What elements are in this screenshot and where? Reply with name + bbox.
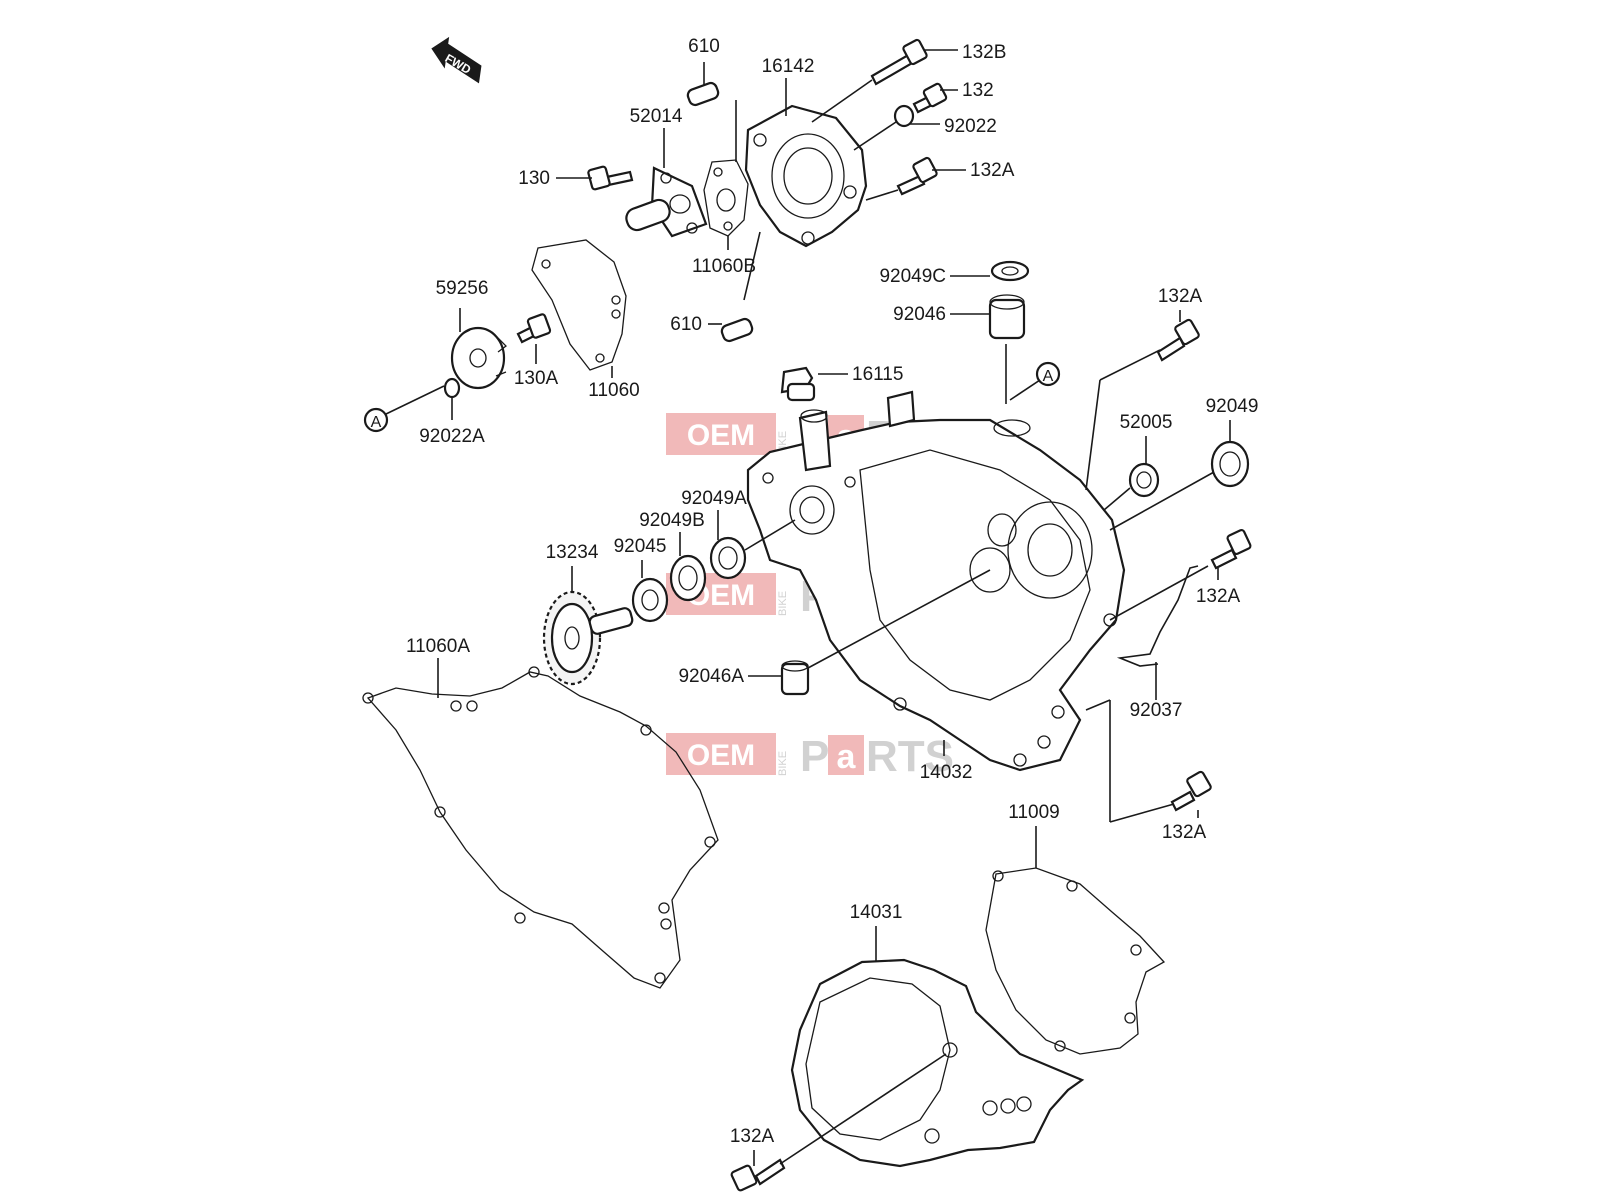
label-132a-5: 132A: [730, 1126, 775, 1147]
bolt-132a-pumpcover: [896, 156, 938, 196]
clamp-92037: [1116, 565, 1199, 667]
bolt-132a-right-middle: [1210, 529, 1252, 570]
bolt-132b: [870, 38, 928, 86]
label-92046: 92046: [893, 304, 946, 325]
label-610-top: 610: [688, 36, 720, 57]
ref-marker-a-right: A: [1035, 361, 1061, 387]
label-92049b: 92049B: [639, 510, 705, 531]
label-11060: 11060: [588, 380, 639, 401]
water-pump-cover: [744, 104, 868, 248]
label-92046a: 92046A: [678, 666, 744, 687]
label-132b: 132B: [962, 42, 1006, 63]
gasket-11060: [531, 239, 627, 371]
gear-13234: [542, 590, 634, 686]
oil-filler-plug-16115: [780, 366, 816, 402]
washer-92022: [893, 104, 915, 128]
label-92022: 92022: [944, 116, 997, 137]
watermark-bottom: OEM BIKE P a RTS: [666, 732, 954, 781]
label-16142: 16142: [762, 56, 815, 77]
collar-92046: [988, 294, 1026, 340]
fwd-arrow-icon: FWD: [431, 36, 482, 84]
oil-seal-92049a: [709, 536, 747, 580]
label-92045: 92045: [614, 536, 667, 557]
label-132a-3: 132A: [1196, 586, 1241, 607]
oil-seal-92049: [1210, 440, 1250, 488]
watermark-bike-text: BIKE: [777, 591, 789, 616]
bolt-130a: [516, 313, 552, 344]
watermark-oem-text: OEM: [687, 739, 755, 772]
magneto-cover-14031: [790, 958, 1085, 1168]
watermark-bike-text: BIKE: [777, 751, 789, 776]
label-130: 130: [518, 168, 550, 189]
label-132: 132: [962, 80, 994, 101]
leader-lines: [385, 49, 1231, 1166]
label-11060b: 11060B: [692, 256, 756, 277]
label-132a-2: 132A: [1158, 286, 1203, 307]
watermark-a-text: a: [837, 738, 857, 776]
part-labels: 610 16142 132B 132 52014 92022 130 132A …: [406, 36, 1258, 1147]
bearing-52005: [1128, 462, 1160, 498]
dowel-pin-610-top: [686, 81, 720, 107]
bolt-132a-lower-right: [1170, 770, 1212, 812]
label-92037: 92037: [1130, 700, 1183, 721]
washer-92022a: [443, 377, 461, 399]
label-11060a: 11060A: [406, 636, 470, 657]
bolt-132: [912, 82, 948, 114]
water-pipe-52014: [625, 166, 708, 238]
label-52014: 52014: [630, 106, 683, 127]
label-132a-1: 132A: [970, 160, 1015, 181]
bearing-92045: [631, 577, 669, 623]
label-52005: 52005: [1120, 412, 1173, 433]
gasket-11060a: [366, 671, 719, 989]
label-92022a: 92022A: [419, 426, 485, 447]
bolt-130: [587, 165, 634, 191]
ref-marker-a-left: A: [363, 407, 389, 433]
label-130a: 130A: [514, 368, 559, 389]
watermark-p-text: P: [800, 732, 829, 781]
ref-marker-a-right-text: A: [1043, 368, 1054, 385]
label-92049: 92049: [1206, 396, 1259, 417]
clutch-cover-14032: [746, 390, 1126, 772]
label-14032: 14032: [920, 762, 973, 783]
collar-92046a: [780, 660, 810, 696]
watermark-oem-text: OEM: [687, 419, 755, 452]
impeller-59256: [450, 326, 507, 390]
label-59256: 59256: [436, 278, 489, 299]
watermark-rts-text: RTS: [866, 732, 954, 781]
label-92049a: 92049A: [681, 488, 747, 509]
bolt-132a-bottom: [730, 1158, 786, 1192]
dowel-pin-610-bottom: [720, 317, 754, 343]
gasket-11060b: [703, 159, 749, 237]
gasket-11009-holes: [992, 870, 1142, 1052]
bolt-132a-upper-right: [1156, 318, 1200, 362]
label-13234: 13234: [546, 542, 599, 563]
gasket-11009: [985, 867, 1166, 1055]
ref-marker-a-left-text: A: [371, 414, 382, 431]
label-610-bottom: 610: [670, 314, 702, 335]
gasket-11060a-holes: [362, 666, 716, 984]
label-92049c: 92049C: [879, 266, 946, 287]
oil-seal-92049b: [669, 554, 707, 602]
label-16115: 16115: [852, 364, 903, 385]
label-11009: 11009: [1008, 802, 1059, 823]
label-132a-4: 132A: [1162, 822, 1207, 843]
label-14031: 14031: [850, 902, 903, 923]
oil-seal-92049c: [990, 260, 1030, 282]
